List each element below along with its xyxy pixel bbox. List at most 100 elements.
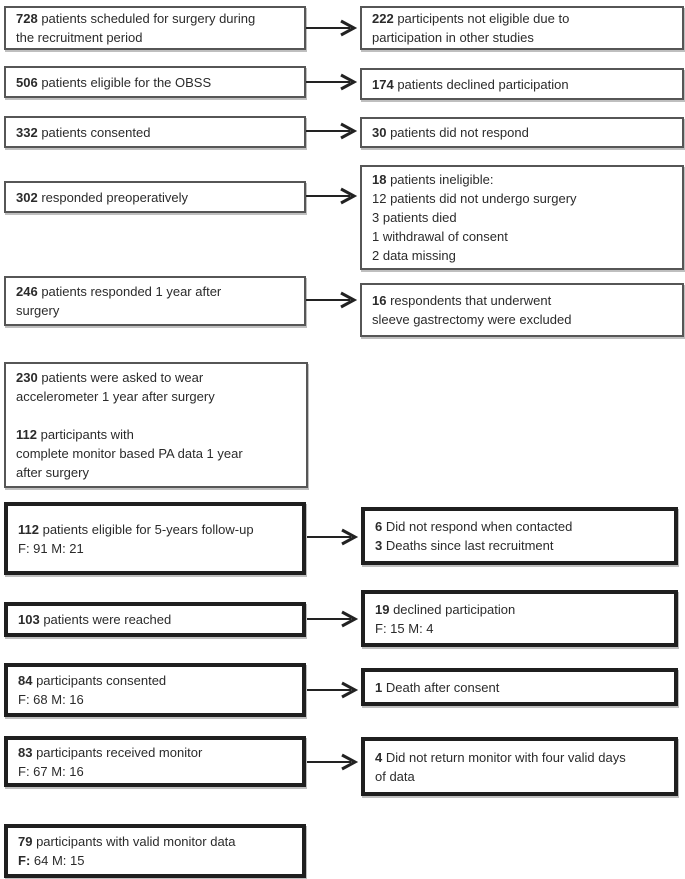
text-segment: 302 [16,189,38,205]
text-line: 506 patients eligible for the OBSS [16,73,294,92]
box-16-sleeve-gastrectomy-excluded: 16 respondents that underwent sleeve gast… [360,283,684,337]
text-segment: participants with [36,427,134,442]
text-line: of data [375,767,664,786]
text-segment: F: [18,853,31,868]
text-segment: 332 [16,124,38,140]
text-segment: patients declined participation [393,76,569,92]
text-line: 246 patients responded 1 year after [16,282,294,301]
text-segment: 3 [375,538,383,553]
text-line: F: 15 M: 4 [375,619,664,638]
text-segment: 728 [16,11,38,26]
text-line: 302 responded preoperatively [16,188,294,207]
text-line: 230 patients were asked to wear [16,368,296,387]
text-line: 79 participants with valid monitor data [18,832,292,851]
box-83-received-monitor: 83 participants received monitor F: 67 M:… [4,736,306,787]
text-segment: of data [375,768,415,784]
text-line: 2 data missing [372,246,672,265]
box-174-declined-participation: 174 patients declined participation [360,68,684,100]
box-4-did-not-return-monitor: 4 Did not return monitor with four valid… [361,737,678,796]
text-segment: 83 [18,744,33,760]
text-segment: Did not return monitor with four valid d… [382,749,626,765]
text-segment: 230 [16,370,38,385]
text-line: 174 patients declined participation [372,75,672,94]
text-segment: responded preoperatively [37,189,189,205]
text-line: 18 patients ineligible: [372,170,672,189]
text-segment: 2 data missing [372,248,456,263]
text-segment: patients were asked to wear [37,370,204,385]
text-segment: Did not respond when contacted [382,519,573,534]
flow-arrow-icon [306,291,358,309]
text-line: 1 Death after consent [375,678,664,697]
text-line: F: 68 M: 16 [18,690,292,709]
text-segment: Deaths since last recruitment [382,538,554,553]
text-segment: 112 [16,427,37,442]
text-segment: 79 [18,834,33,849]
text-segment: Death after consent [382,679,500,695]
text-segment: patients consented [37,124,151,140]
text-line: 3 patients died [372,208,672,227]
box-332-consented: 332 patients consented [4,116,306,148]
text-segment: 18 [372,172,387,187]
flow-arrow-icon [307,528,359,546]
box-302-responded-preoperatively: 302 responded preoperatively [4,181,306,213]
text-line: 6 Did not respond when contacted [375,517,664,536]
text-segment: 6 [375,519,383,534]
box-246-responded-1-year: 246 patients responded 1 year after surge… [4,276,306,326]
text-line: 16 respondents that underwent [372,291,672,310]
flow-arrow-icon [306,122,358,140]
text-segment: 19 [375,601,390,617]
box-30-did-not-respond: 30 patients did not respond [360,117,684,148]
text-segment: 12 patients did not undergo surgery [372,191,577,206]
text-line: 332 patients consented [16,123,294,142]
box-1-death-after-consent: 1 Death after consent [361,668,678,706]
text-segment: 4 [375,749,383,765]
text-segment: 64 M: 15 [30,853,85,868]
text-segment: participants with valid monitor data [32,834,236,849]
text-segment: participants consented [32,673,167,688]
text-segment: complete monitor based PA data 1 year [16,446,243,461]
text-segment: F: 68 M: 16 [18,692,84,707]
text-line: accelerometer 1 year after surgery [16,387,296,406]
text-line: F: 67 M: 16 [18,762,292,781]
text-segment: after surgery [16,465,89,480]
flow-arrow-icon [307,610,359,628]
text-line: 1 withdrawal of consent [372,227,672,246]
text-line: 3 Deaths since last recruitment [375,536,664,555]
box-19-declined-participation: 19 declined participation F: 15 M: 4 [361,590,678,647]
text-segment: patients eligible for the OBSS [37,74,212,90]
text-segment: sleeve gastrectomy were excluded [372,312,572,327]
text-segment: patients were reached [39,612,172,627]
text-line: F: 64 M: 15 [18,851,292,870]
text-segment: 3 patients died [372,210,457,225]
text-line: surgery [16,301,294,320]
text-line [16,406,296,425]
text-segment: the recruitment period [16,30,143,45]
text-line: 222 participents not eligible due to [372,9,672,28]
text-segment: 30 [372,125,387,140]
text-line: complete monitor based PA data 1 year [16,444,296,463]
text-segment: patients did not respond [386,125,529,140]
text-segment: participents not eligible due to [393,11,570,26]
text-segment: participants received monitor [32,744,203,760]
text-segment: accelerometer 1 year after surgery [16,389,215,404]
text-line: 4 Did not return monitor with four valid… [375,748,664,767]
text-segment: declined participation [389,601,516,617]
text-segment: F: 91 M: 21 [18,540,84,556]
text-line: sleeve gastrectomy were excluded [372,310,672,329]
text-line: 112 patients eligible for 5-years follow… [18,520,292,539]
text-line: 30 patients did not respond [372,123,672,142]
text-segment: 246 [16,284,38,299]
box-18-patients-ineligible: 18 patients ineligible: 12 patients did n… [360,165,684,270]
text-line: 84 participants consented [18,671,292,690]
flow-arrow-icon [306,73,358,91]
text-line: 112 participants with [16,425,296,444]
text-segment: patients responded 1 year after [37,284,222,299]
text-segment: 84 [18,673,33,688]
text-segment: 16 [372,293,387,308]
box-506-eligible-obss: 506 patients eligible for the OBSS [4,66,306,98]
text-segment: 174 [372,76,394,92]
text-segment: F: 15 M: 4 [375,620,434,636]
text-segment: surgery [16,303,60,318]
text-line: 728 patients scheduled for surgery durin… [16,9,294,28]
